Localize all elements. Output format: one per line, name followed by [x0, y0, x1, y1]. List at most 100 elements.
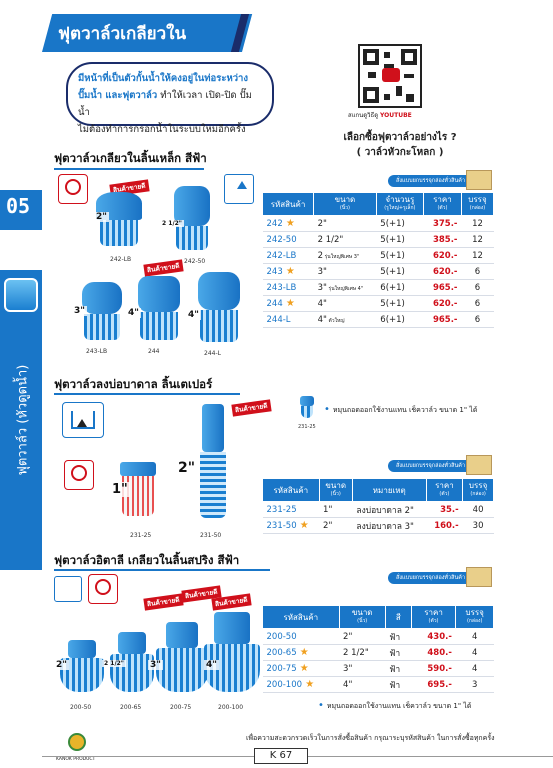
product-code-cell: 200-65 ★ [262, 644, 340, 661]
size-cell: 2" [313, 215, 377, 232]
size-cell: 2 1/2" [313, 231, 377, 248]
foot-valve-thumbnail [4, 278, 38, 312]
size-note: รุ่นใหญ่พิเศษ 3" [323, 253, 360, 260]
table-row: 242 ★2"5(+1)375.-12 [262, 215, 494, 232]
valve-image-243-lb [80, 282, 124, 344]
product-code-cell: 200-100 ★ [262, 676, 340, 693]
column-header: หมายเหตุ [351, 478, 427, 502]
box-icon [466, 170, 492, 190]
image-code-label: 242-50 [184, 258, 206, 265]
color-cell: ฟ้า [385, 676, 412, 693]
price-cell: 965.- [423, 279, 462, 296]
table-row: 243 ★3"5(+1)620.-6 [262, 263, 494, 280]
section1-title: ฟุตวาล์วเกลียวในลิ้นเหล็ก สีฟ้า [54, 151, 207, 165]
column-header: ขนาด(นิ้ว) [338, 605, 386, 629]
size-value: 3" [317, 266, 327, 277]
column-header-unit: (ตัว) [439, 491, 450, 497]
valve-image-231-50 [198, 404, 228, 522]
pack-cell: 6 [461, 279, 494, 296]
section3-table-wrap: รหัสสินค้าขนาด(นิ้ว)สีราคา(ตัว)บรรจุ(กล่… [262, 605, 494, 693]
column-header: ราคา(ตัว) [410, 605, 457, 629]
page-title: ฟุตวาล์วเกลียวใน [58, 24, 187, 44]
size-label: 4" [126, 308, 141, 318]
image-code-label: 200-100 [218, 704, 244, 711]
valve-image-200-100 [204, 612, 260, 696]
section1-table-wrap: รหัสสินค้าขนาด(นิ้ว)จำนวนรู(รูใหญ่+รูเล็… [261, 192, 495, 328]
carton-order-badge: สั่งแบบยกบรรจุกล่องทั่วสินค้า [388, 460, 486, 472]
column-header: ขนาด(นิ้ว) [318, 478, 353, 502]
pack-cell: 4 [455, 660, 494, 677]
size-label: 3" [72, 306, 87, 316]
size-label: 2" [94, 212, 109, 222]
pack-cell: 6 [461, 311, 494, 328]
size-label: 1" [110, 482, 130, 497]
intro-box: มีหน้าที่เป็นตัวกั้นน้ำให้คงอยู่ในท่อระห… [66, 62, 274, 135]
remark-cell: ลงบ่อบาดาล 3" [352, 517, 427, 534]
pack-cell: 4 [455, 628, 494, 645]
valve-image-244 [136, 276, 182, 344]
product-code-cell: 231-50 ★ [262, 517, 320, 534]
pack-cell: 4 [455, 644, 494, 661]
size-value: 2 [317, 250, 324, 261]
column-header-unit: (นิ้ว) [330, 491, 341, 497]
brand-logo-icon [88, 574, 118, 604]
page-number: K 67 [254, 748, 308, 764]
image-code-label: 200-75 [170, 704, 192, 711]
best-seller-star-icon: ★ [282, 298, 295, 309]
size-cell: 2" [319, 517, 353, 534]
column-header: ขนาด(นิ้ว) [313, 192, 377, 216]
column-header-label: บรรจุ [465, 608, 484, 617]
section2-title: ฟุตวาล์วลงบ่อบาดาล ลิ้นเตเปอร์ [54, 377, 213, 391]
column-header: จำนวนรู(รูใหญ่+รูเล็ก) [375, 192, 424, 216]
column-header-unit: (ตัว) [428, 618, 439, 624]
size-value: 3" [317, 282, 327, 293]
pack-cell: 40 [462, 501, 494, 518]
brand-name: KANOK PRODUCT [56, 757, 96, 762]
column-header-unit: (กล่อง) [470, 491, 486, 497]
product-code-cell: 243-LB [262, 279, 314, 296]
section1-price-table: รหัสสินค้าขนาด(นิ้ว)จำนวนรู(รูใหญ่+รูเล็… [261, 192, 495, 328]
holes-cell: 6(+1) [376, 311, 424, 328]
image-code-label: 231-25 [298, 424, 316, 430]
color-cell: ฟ้า [385, 628, 412, 645]
column-header-unit: (ตัว) [437, 205, 448, 211]
best-seller-star-icon: ★ [296, 663, 309, 674]
image-code-label: 231-50 [200, 532, 222, 539]
image-code-label: 244-L [204, 350, 221, 357]
size-label: 3" [148, 660, 163, 670]
price-cell: 385.- [423, 231, 462, 248]
column-header-label: ขนาด [334, 195, 356, 204]
column-header-unit: (กล่อง) [466, 618, 483, 624]
qr-code[interactable] [358, 44, 422, 108]
brand-logo-icon [58, 174, 88, 204]
column-header: รหัสสินค้า [262, 478, 320, 502]
size-cell: 1" [319, 501, 353, 518]
holes-cell: 5(+1) [376, 215, 424, 232]
valve-image-242-lb [92, 192, 146, 252]
column-header: บรรจุ(กล่อง) [462, 478, 494, 502]
product-code: 244-L [266, 314, 291, 325]
size-value: 4" [317, 298, 327, 309]
price-cell: 375.- [423, 215, 462, 232]
product-code: 244 [266, 299, 283, 309]
intro-line1: มีหน้าที่เป็นตัวกั้นน้ำให้คงอยู่ในท่อระห… [78, 73, 249, 84]
product-code: 243-LB [266, 282, 297, 293]
section3-underline [54, 569, 270, 571]
color-cell: ฟ้า [385, 644, 412, 661]
pack-cell: 12 [461, 247, 494, 264]
valve-image-200-65 [110, 632, 154, 696]
kanok-logo-icon [62, 733, 90, 755]
product-code: 200-75 [266, 664, 297, 674]
product-code: 200-65 [266, 648, 297, 658]
image-code-label: 243-LB [86, 348, 108, 355]
pack-cell: 6 [461, 295, 494, 312]
box-icon [466, 567, 492, 587]
product-code: 242 [266, 219, 283, 229]
column-header: สี [384, 605, 412, 629]
